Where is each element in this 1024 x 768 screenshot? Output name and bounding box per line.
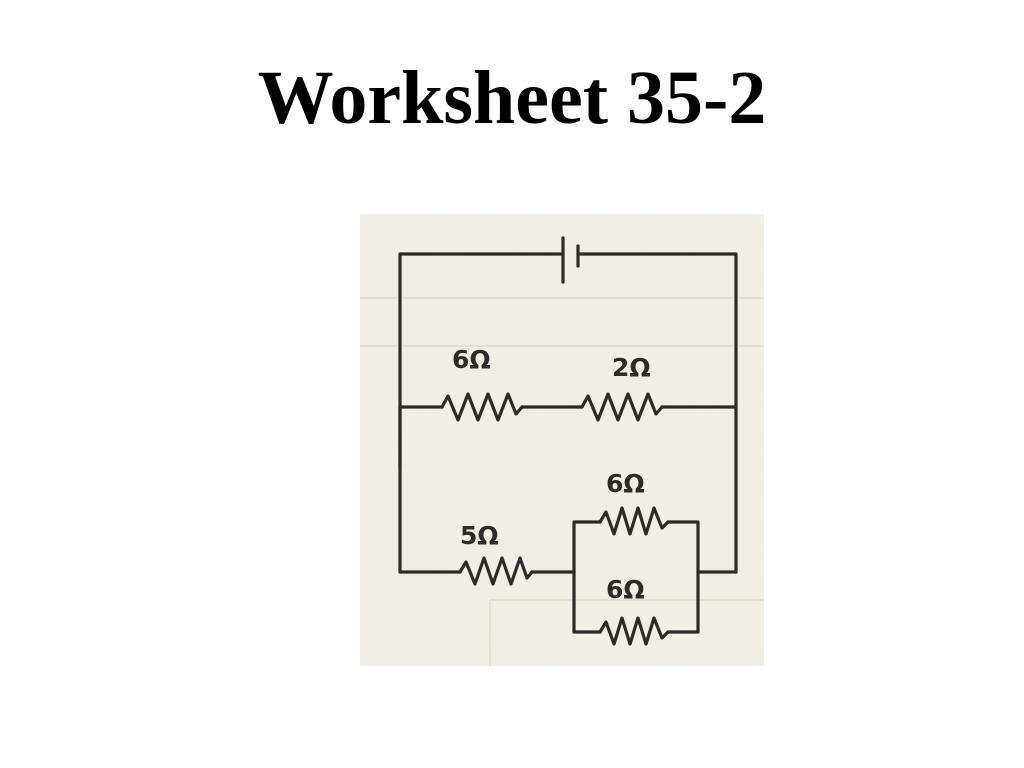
resistor-6ohm-parallel-upper — [598, 506, 670, 536]
slide-title: Worksheet 35-2 — [257, 56, 767, 140]
resistor-2ohm-top — [580, 392, 664, 422]
resistor-label: 6Ω — [606, 575, 645, 604]
battery-icon — [398, 236, 738, 574]
scan-show-through — [360, 297, 764, 666]
circuit-diagram-svg: 6Ω 2Ω 5Ω 6Ω 6Ω — [360, 214, 764, 666]
resistor-6ohm-top — [440, 392, 524, 422]
resistor-label: 5Ω — [460, 521, 499, 550]
circuit-diagram: 6Ω 2Ω 5Ω 6Ω 6Ω — [360, 214, 764, 666]
bottom-branch — [398, 405, 738, 634]
resistor-label: 2Ω — [612, 353, 651, 382]
resistor-label: 6Ω — [606, 469, 645, 498]
resistor-5ohm — [458, 556, 534, 586]
resistor-label: 6Ω — [452, 345, 491, 374]
resistor-6ohm-parallel-lower — [598, 616, 670, 646]
